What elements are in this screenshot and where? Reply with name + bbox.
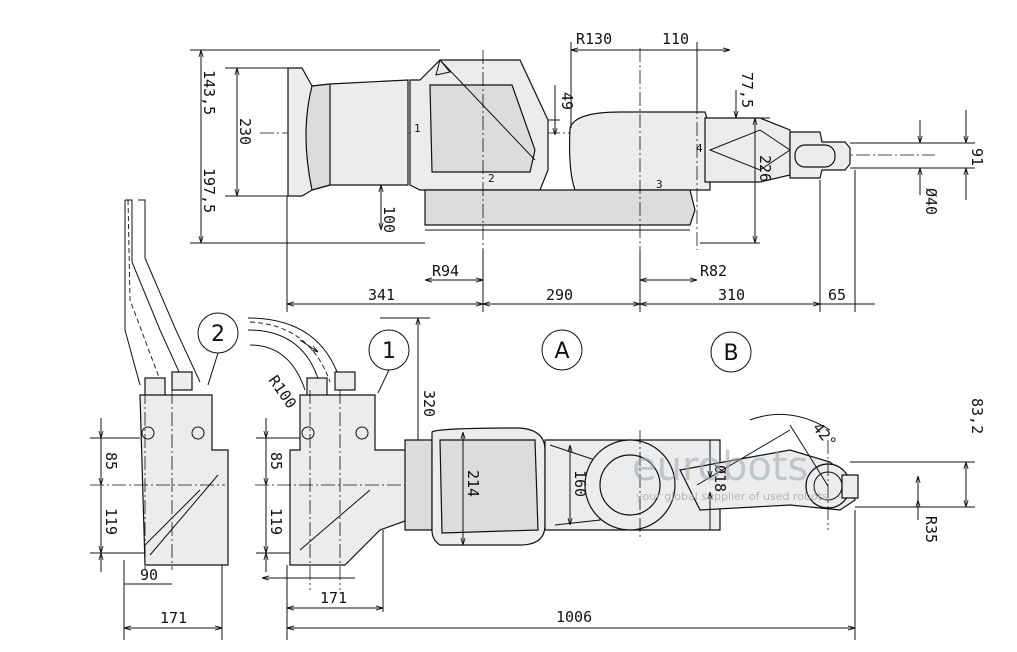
dim-1006: 1006: [556, 608, 592, 626]
axis-label-3: 3: [656, 178, 663, 191]
dim-320: 320: [420, 390, 438, 417]
dim-d40: Ø40: [922, 188, 940, 215]
dim-119-mid: 119: [267, 508, 285, 535]
dim-290: 290: [546, 286, 573, 304]
dim-r94: R94: [432, 262, 459, 280]
dim-49: 49: [558, 92, 576, 110]
lower-robot-view: 214 160 Ø18 42° 83,2 R35 1006: [286, 398, 986, 640]
dim-42-deg: 42°: [809, 419, 840, 451]
dim-85-mid: 85: [267, 452, 285, 470]
dim-197-5: 197,5: [200, 168, 218, 213]
watermark-brand: eurobots: [632, 444, 808, 490]
dim-91: 91: [968, 148, 986, 166]
dim-65: 65: [828, 286, 846, 304]
cable-option-2-view: 85 119 90 171: [90, 199, 229, 640]
dim-77-5: 77,5: [738, 72, 756, 108]
dim-230: 230: [236, 118, 254, 145]
watermark: eurobots your global supplier of used ro…: [632, 444, 828, 503]
cable-option-1-label: 1: [382, 339, 396, 364]
upper-dimension-lines: [190, 42, 975, 312]
dim-85-left: 85: [102, 452, 120, 470]
cable-option-2-label: 2: [211, 322, 225, 347]
dim-171-left: 171: [160, 609, 187, 627]
dim-310: 310: [718, 286, 745, 304]
dim-90: 90: [140, 566, 158, 584]
dim-d18: Ø18: [711, 465, 729, 492]
dim-226: 226: [756, 155, 774, 182]
dim-143-5: 143,5: [200, 70, 218, 115]
watermark-tagline: your global supplier of used robots: [636, 490, 828, 503]
dim-100: 100: [380, 206, 398, 233]
view-labels: A B 2 1: [197, 312, 752, 394]
dim-214: 214: [464, 470, 482, 497]
axis-label-4: 4: [696, 142, 703, 155]
dim-r82: R82: [700, 262, 727, 280]
dim-110: 110: [662, 30, 689, 48]
cable-option-1-view: R100 320 85 119 171: [247, 317, 560, 640]
axis-label-2: 2: [488, 172, 495, 185]
dim-r35: R35: [922, 516, 940, 543]
dim-160: 160: [571, 470, 589, 497]
axis-label-1: 1: [414, 122, 421, 135]
dim-r130: R130: [576, 30, 612, 48]
upper-dimension-texts: R130 110 77,5 49 143,5 230 197,5 100 226…: [200, 30, 986, 304]
dim-83-2: 83,2: [968, 398, 986, 434]
dim-171-mid: 171: [320, 589, 347, 607]
view-label-b: B: [723, 341, 738, 366]
dim-341: 341: [368, 286, 395, 304]
view-label-a: A: [554, 339, 569, 364]
dim-r100: R100: [265, 372, 300, 412]
upper-robot-view: 1 2 3 4: [260, 48, 935, 250]
dim-119-left: 119: [102, 508, 120, 535]
